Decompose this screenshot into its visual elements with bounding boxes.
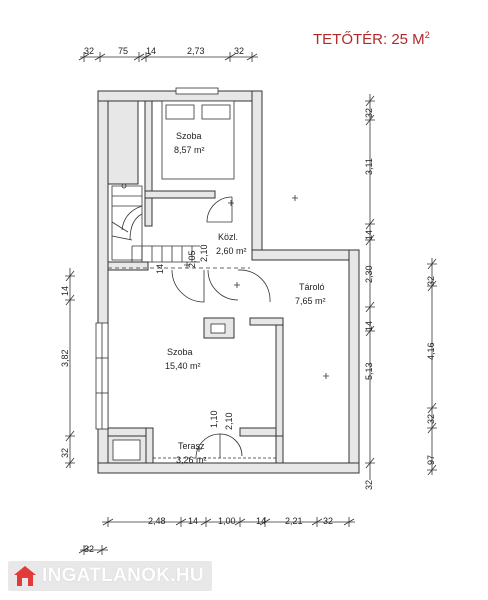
dim-internal: 2,10	[224, 412, 234, 430]
room-area: 3,26 m²	[176, 455, 207, 465]
dim-label: 14	[188, 516, 198, 526]
dim-label: 14	[60, 286, 70, 296]
room-name: Terasz	[178, 441, 205, 451]
dim-label: 32	[426, 414, 436, 424]
dim-internal: 1,10	[209, 410, 219, 428]
dim-line-left: 14 3,82 32	[60, 268, 75, 469]
room-name: Közl.	[218, 232, 238, 242]
dim-label: 3,82	[60, 349, 70, 367]
dim-label: 4,16	[426, 342, 436, 360]
dim-label: 75	[118, 46, 128, 56]
staircase	[108, 183, 250, 269]
dim-internal: 2,05	[187, 250, 197, 268]
room-name: Szoba	[167, 347, 193, 357]
door-swings	[153, 196, 276, 459]
room-area: 7,65 m²	[295, 296, 326, 306]
dim-label: 32	[60, 448, 70, 458]
dim-label: 97	[426, 455, 436, 465]
dim-label: 32	[84, 544, 94, 554]
dim-label: 14	[364, 321, 374, 331]
dim-label: 14	[364, 230, 374, 240]
dim-label: 2,73	[187, 46, 205, 56]
dim-label: 32	[323, 516, 333, 526]
room-area: 8,57 m²	[174, 145, 205, 155]
dim-line-right-inner: 32 3,11 14 2,30 14 5,13 32	[364, 94, 375, 490]
plan-title: TETŐTÉR: 25 M2	[313, 30, 430, 48]
dim-line-bottom: 2,48 14 1,00 14 2,21 32 32	[78, 516, 355, 555]
dim-label: 3,11	[364, 158, 374, 175]
room-area: 2,60 m²	[216, 246, 247, 256]
room-area: 15,40 m²	[165, 361, 201, 371]
ingatlanok-logo: INGATLANOK.HU	[8, 561, 212, 591]
dim-internal: 14	[155, 264, 165, 274]
dim-label: 32	[364, 108, 374, 118]
dim-label: 14	[256, 516, 266, 526]
left-window	[95, 322, 109, 430]
dim-label: 14	[146, 46, 156, 56]
dim-label: 32	[426, 276, 436, 286]
dim-label: 2,48	[148, 516, 166, 526]
dim-label: 32	[84, 46, 94, 56]
room-name: Tároló	[299, 282, 325, 292]
dim-label: 2,30	[364, 265, 374, 283]
ceiling-markers	[184, 195, 329, 452]
dim-internal: 2,10	[199, 244, 209, 262]
outer-walls	[97, 90, 360, 474]
logo-text: INGATLANOK.HU	[42, 565, 204, 586]
room-name: Szoba	[176, 131, 202, 141]
dim-label: 32	[364, 480, 374, 490]
dim-label: 1,00	[218, 516, 236, 526]
dim-label: 32	[234, 46, 244, 56]
dim-line-right-outer: 32 4,16 32 97	[426, 258, 437, 476]
house-logo-icon	[14, 566, 36, 586]
dim-label: 2,21	[285, 516, 303, 526]
dim-label: 5,13	[364, 362, 374, 380]
top-window	[175, 87, 219, 95]
bed	[161, 100, 235, 180]
dim-line-top: 32 75 14 2,73 32	[78, 46, 258, 62]
